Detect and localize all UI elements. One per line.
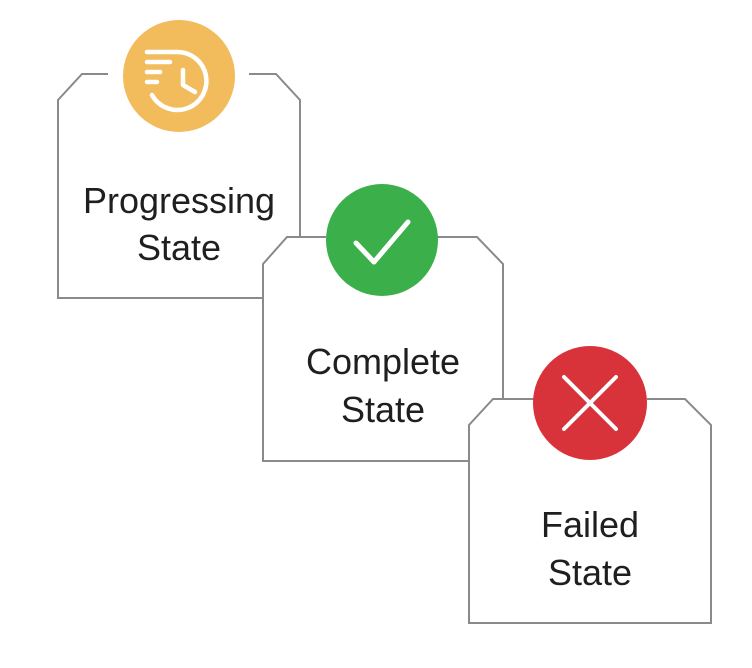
state-label-line2: State bbox=[341, 389, 425, 430]
status-badge-progressing bbox=[123, 20, 235, 132]
state-label-line1: Failed bbox=[541, 504, 639, 545]
card-background bbox=[469, 399, 711, 623]
card-border bbox=[468, 398, 712, 624]
state-card-complete: Complete State bbox=[262, 184, 504, 462]
card-background bbox=[59, 76, 299, 297]
checkmark-icon bbox=[353, 219, 411, 265]
status-badge-complete bbox=[326, 184, 438, 296]
state-card-progressing: Progressing State bbox=[57, 20, 301, 299]
card-background bbox=[263, 237, 503, 461]
history-list-clock-icon bbox=[144, 49, 209, 113]
state-card-failed: Failed State bbox=[468, 346, 712, 624]
x-icon bbox=[562, 375, 618, 431]
state-label-line2: State bbox=[137, 227, 221, 268]
card-border bbox=[262, 236, 504, 462]
card-border bbox=[57, 73, 301, 299]
state-label-line1: Complete bbox=[306, 341, 460, 382]
state-label-line2: State bbox=[548, 552, 632, 593]
state-label-line1: Progressing bbox=[83, 180, 275, 221]
